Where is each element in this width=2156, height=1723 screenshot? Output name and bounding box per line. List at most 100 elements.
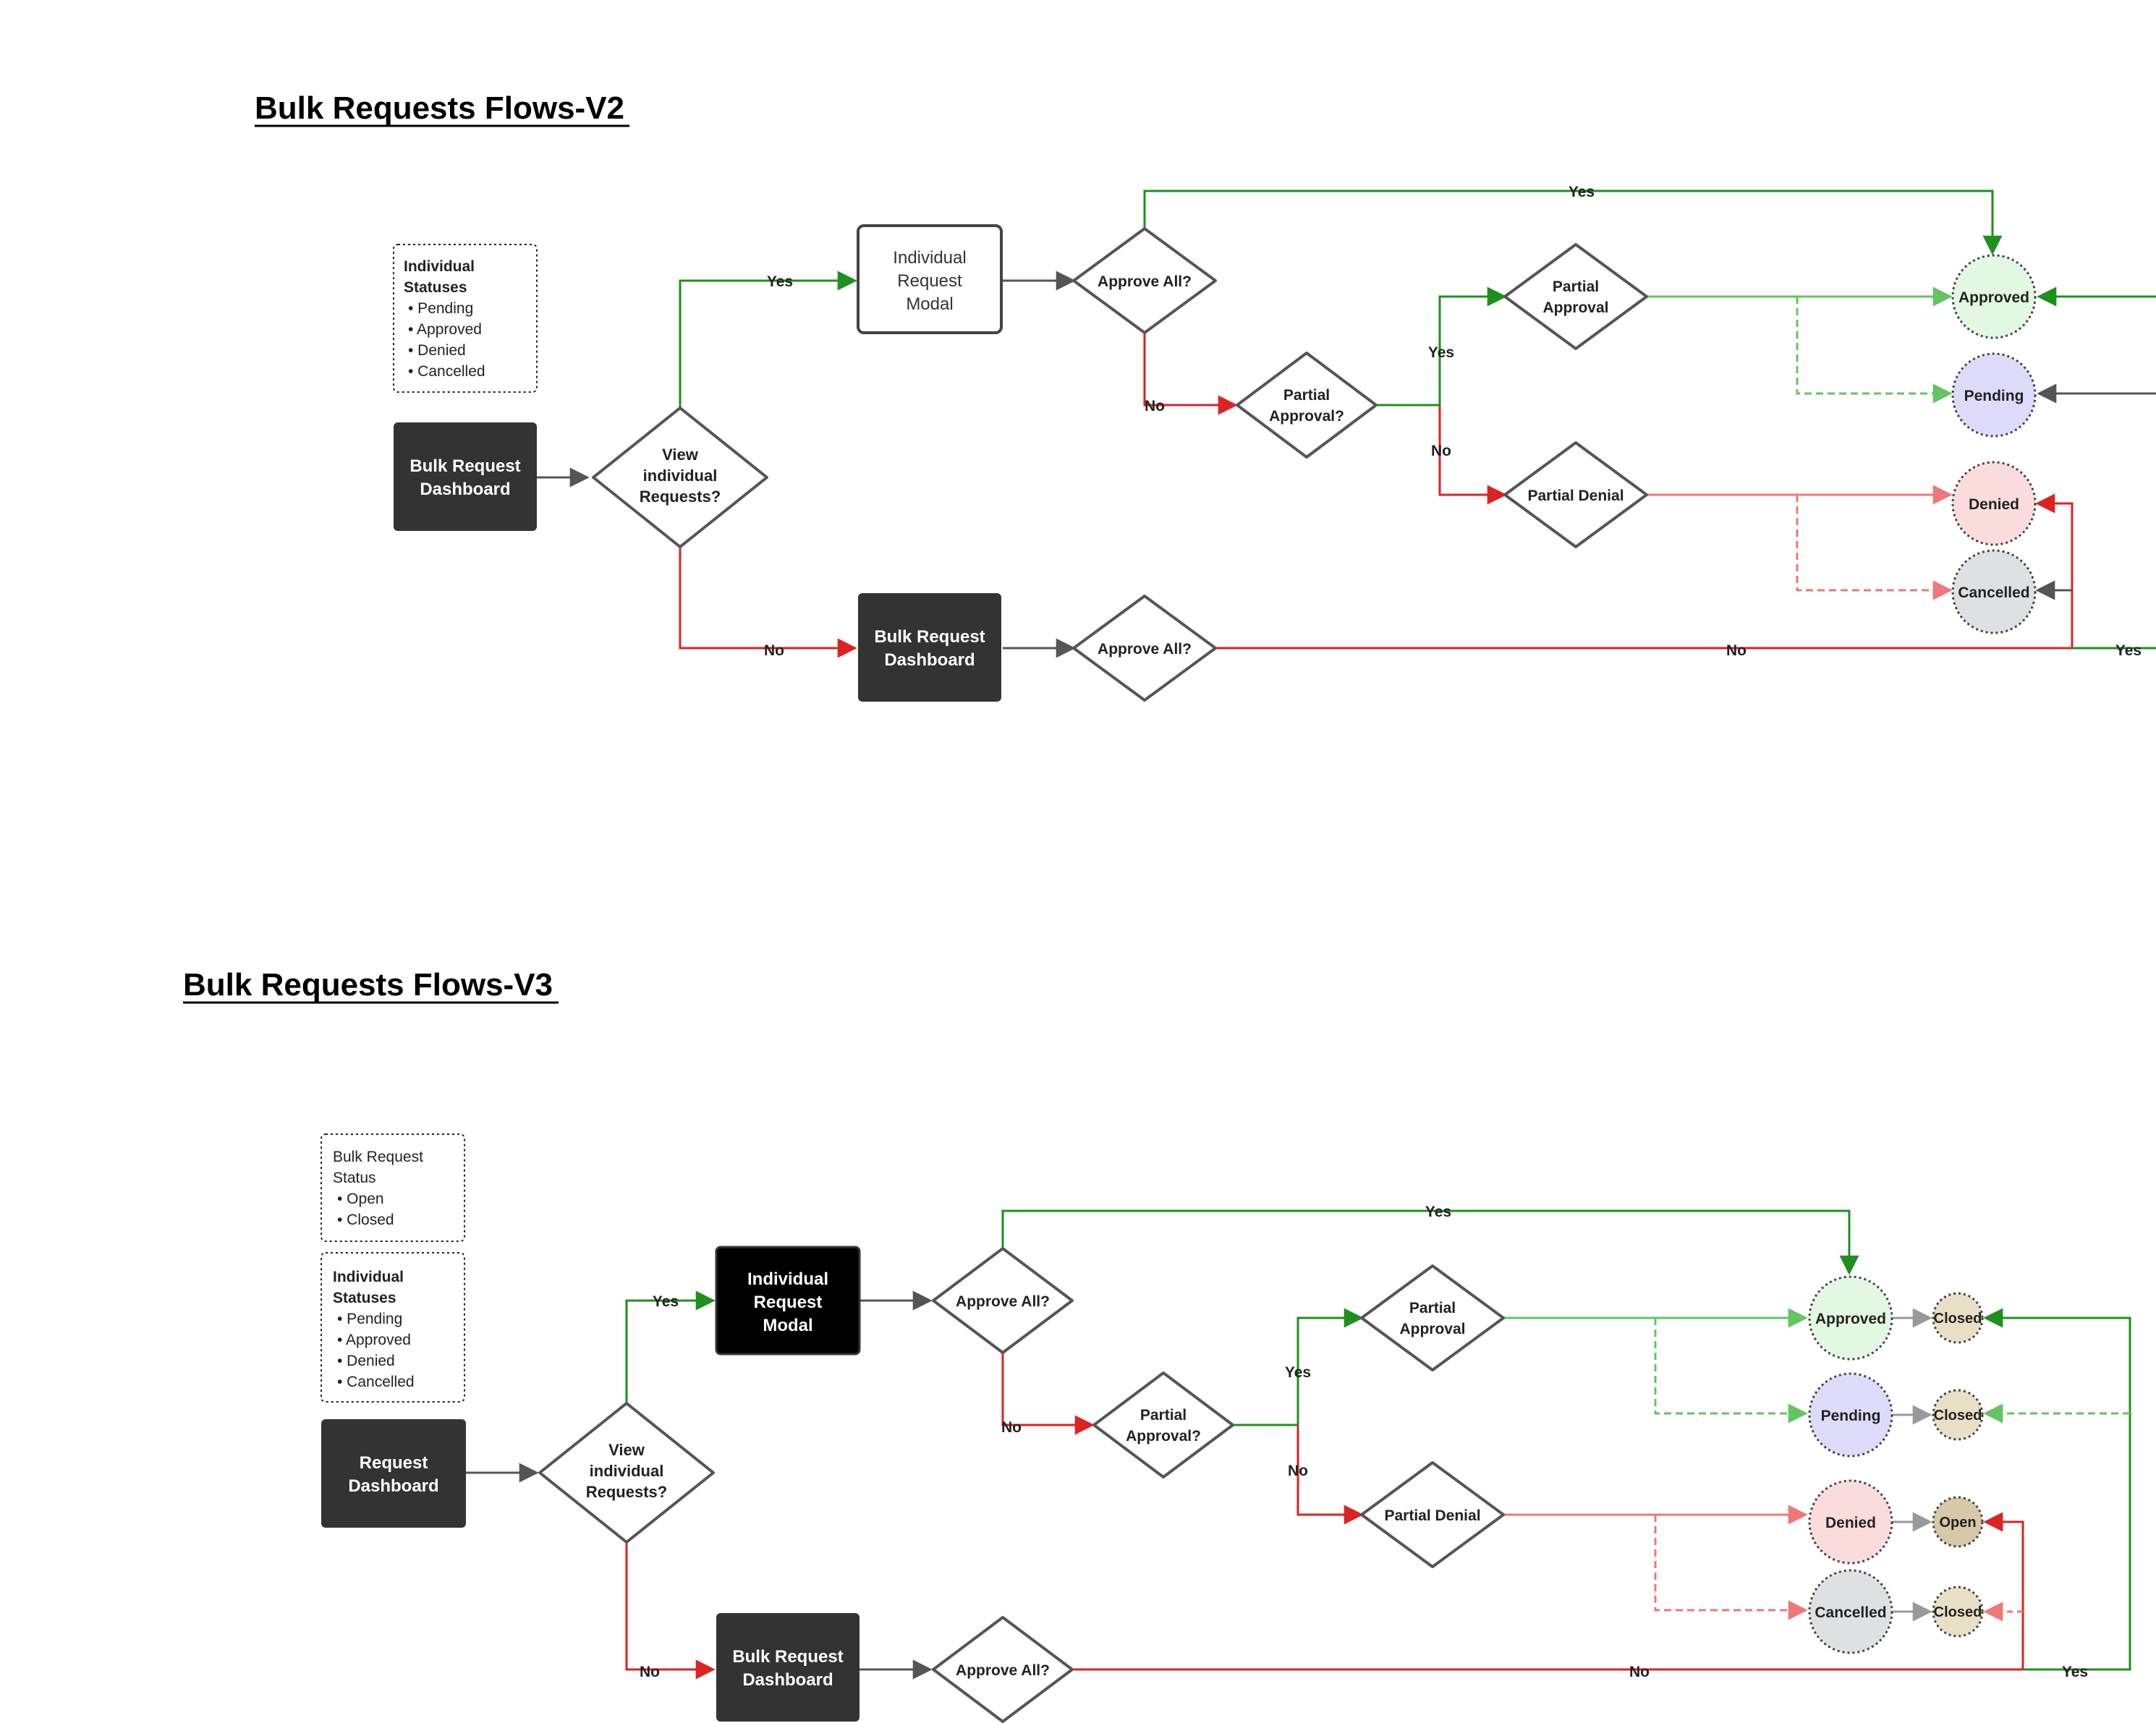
svg-text:Approved: Approved <box>1815 1311 1886 1327</box>
v2-label-yes-top: Yes <box>1569 184 1595 200</box>
v3-status-cancelled: Cancelled <box>1808 1569 1893 1654</box>
v3-legend-heading: Individual Statuses <box>333 1269 408 1306</box>
v2-status-approved: Approved <box>1951 254 2037 339</box>
svg-text:Approve All?: Approve All? <box>956 1662 1050 1679</box>
v2-edge-pd-cancelled <box>1796 495 1953 600</box>
v3-edge-labels: Yes No Yes No Yes No No Yes <box>640 1204 2088 1680</box>
v2-edge-view-no-dashboard <box>679 547 857 658</box>
svg-text:Closed: Closed <box>1934 1604 1982 1620</box>
v3-edges <box>466 1209 2131 1680</box>
svg-text:Pending: Pending <box>1964 388 2024 404</box>
v3-edge-view-no-dashboard <box>625 1542 716 1680</box>
v2-edge-approve-yes-approved <box>1143 190 2003 255</box>
svg-text:Approved: Approved <box>1958 289 2029 306</box>
svg-text:Cancelled: Cancelled <box>1815 1604 1886 1621</box>
v3-node-partial-denial[interactable]: Partial Denial <box>1360 1461 1505 1568</box>
flow-v2: Bulk Requests Flows-V2 Individual Status… <box>255 90 2156 702</box>
v3-status-denied: Denied <box>1808 1479 1893 1565</box>
v2-label-yes-modal: Yes <box>767 273 793 290</box>
v2-status-cancelled: Cancelled <box>1951 549 2037 634</box>
v2-status-denied: Denied <box>1951 461 2037 546</box>
v3-node-approve-all-bottom[interactable]: Approve All? <box>932 1616 1074 1723</box>
v3-bulk-status-closed-2: Closed <box>1932 1389 1984 1441</box>
v2-node-approve-all-top[interactable]: Approve All? <box>1072 227 1217 334</box>
v2-edge-partial-no <box>1438 405 1507 505</box>
v2-node-partial-denial[interactable]: Partial Denial <box>1503 441 1648 548</box>
v3-legend-bulk-items: • Open • Closed <box>337 1191 394 1228</box>
svg-text:Partial Denial: Partial Denial <box>1527 488 1624 504</box>
v3-edge-partial-yes <box>1233 1308 1364 1426</box>
v3-status-approved: Approved <box>1808 1275 1893 1361</box>
svg-text:Pending: Pending <box>1821 1408 1881 1424</box>
v2-edge-approve-no-partial <box>1143 333 1238 415</box>
v2-legend-heading: Individual Statuses <box>404 258 479 296</box>
v3-edge-bottom-no-open <box>1074 1512 2024 1671</box>
v3-edge-approve-yes-approved <box>1001 1209 1859 1275</box>
v2-title: Bulk Requests Flows-V2 <box>255 90 624 126</box>
v2-label-yes-partial: Yes <box>1428 344 1454 361</box>
v3-title: Bulk Requests Flows-V3 <box>183 967 553 1003</box>
v3-legend-bulk-heading: Bulk Request Status <box>333 1149 428 1186</box>
v3-legend-box <box>321 1252 465 1403</box>
v3-label-no-bottom: No <box>1629 1664 1650 1680</box>
v3-node-approve-all-top[interactable]: Approve All? <box>932 1247 1074 1354</box>
svg-text:Open: Open <box>1939 1515 1976 1531</box>
svg-text:Denied: Denied <box>1825 1515 1876 1531</box>
v2-label-no-denial: No <box>1431 443 1451 459</box>
v3-bulk-status-closed-4: Closed <box>1932 1586 1984 1638</box>
v3-label-no-partial: No <box>1001 1419 1022 1436</box>
v3-label-yes-partial: Yes <box>1285 1364 1311 1381</box>
svg-text:Cancelled: Cancelled <box>1958 584 2029 601</box>
v2-legend-box <box>393 244 538 393</box>
v3-edge-pa-pending <box>1654 1318 1808 1424</box>
v3-label-no-denial: No <box>1288 1463 1308 1479</box>
v3-label-yes-bottom: Yes <box>2062 1664 2088 1680</box>
v2-label-no-dashboard: No <box>764 642 784 659</box>
v3-edge-bottom-yes-closed <box>1983 1308 2131 1671</box>
v3-bulk-status-open-3: Open <box>1932 1496 1984 1548</box>
v2-edges <box>537 190 2156 658</box>
svg-text:Partial Denial: Partial Denial <box>1384 1507 1480 1524</box>
v2-label-yes-bottom: Yes <box>2115 642 2142 659</box>
v2-edge-bottom-no-denied <box>1215 493 2074 650</box>
v2-edge-pa-pending <box>1796 297 1953 404</box>
v3-label-yes-top: Yes <box>1425 1204 1451 1220</box>
flow-v3: Bulk Requests Flows-V3 Bulk Request Stat… <box>183 967 2131 1723</box>
svg-text:Denied: Denied <box>1969 496 2019 513</box>
v2-label-no-partial: No <box>1145 398 1165 414</box>
svg-text:Closed: Closed <box>1934 1408 1982 1424</box>
v2-node-approve-all-bottom[interactable]: Approve All? <box>1072 595 1217 702</box>
v3-edge-view-yes-modal <box>625 1290 716 1403</box>
v3-edge-pd-cancelled <box>1654 1515 1808 1620</box>
v3-legend-items: • Pending • Approved • Denied • Cancelle… <box>337 1311 415 1390</box>
v3-edge-partial-no <box>1296 1425 1364 1525</box>
svg-text:Approve All?: Approve All? <box>1098 273 1192 290</box>
v2-edge-partial-yes <box>1376 286 1507 407</box>
v3-edge-approve-no-partial <box>1001 1353 1095 1435</box>
v3-label-no-dashboard: No <box>640 1664 660 1680</box>
